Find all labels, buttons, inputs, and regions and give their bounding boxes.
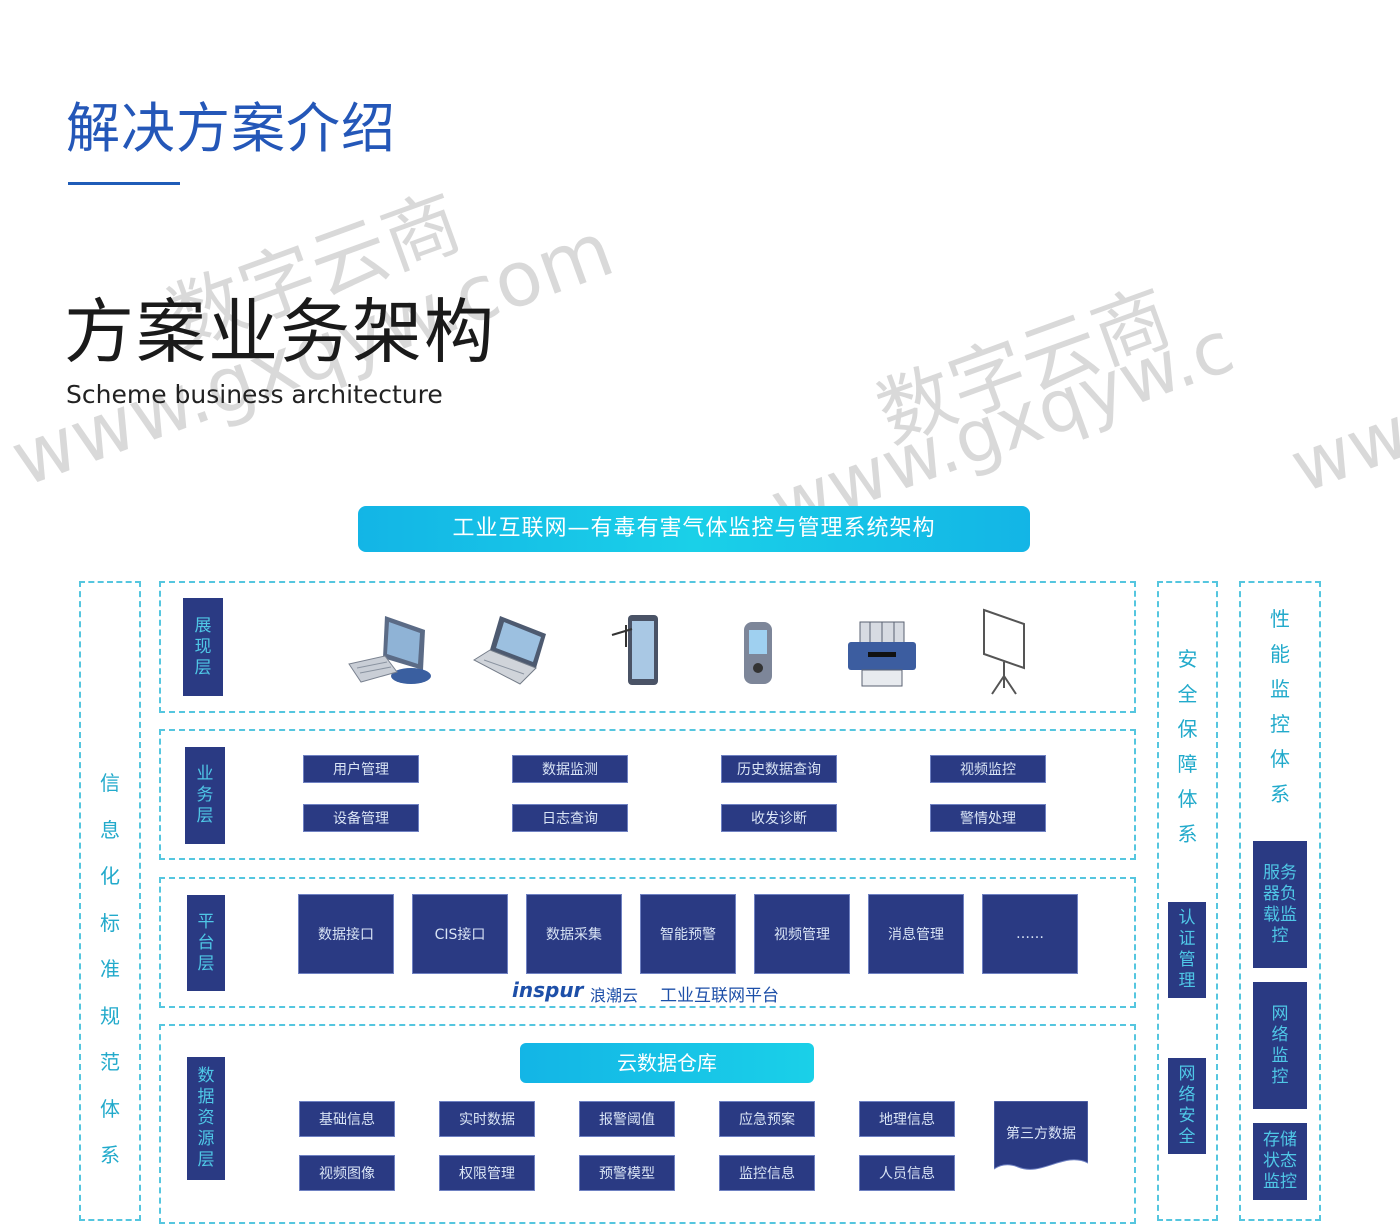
- module-user-management[interactable]: 用户管理: [303, 755, 419, 783]
- presentation-layer: [159, 581, 1136, 713]
- module-transceiver-diagnosis[interactable]: 收发诊断: [721, 804, 837, 832]
- security-label: 安全保 障体系: [1177, 647, 1198, 846]
- projector-screen-icon: [980, 606, 1030, 696]
- platform-module-message-management[interactable]: 消息管理: [868, 894, 964, 974]
- architecture-banner: 工业互联网—有毒有害气体监控与管理系统架构: [358, 506, 1030, 552]
- page-subheading: Scheme business architecture: [66, 380, 443, 409]
- platform-module-more[interactable]: ……: [982, 894, 1078, 974]
- module-alarm-handling[interactable]: 警情处理: [930, 804, 1046, 832]
- data-resource-layer-label: 数据资 源层: [187, 1057, 225, 1180]
- data-realtime[interactable]: 实时数据: [439, 1101, 535, 1137]
- data-alarm-threshold[interactable]: 报警阈值: [579, 1101, 675, 1137]
- printer-icon: [842, 618, 922, 692]
- inspur-cloud-logo: 浪潮云: [590, 986, 639, 1005]
- module-log-query[interactable]: 日志查询: [512, 804, 628, 832]
- data-geographic-info[interactable]: 地理信息: [859, 1101, 955, 1137]
- third-party-data-label: 第三方数据: [1006, 1126, 1076, 1142]
- platform-layer: [159, 877, 1136, 1008]
- handheld-device-icon: [738, 618, 778, 688]
- platform-name: 工业互联网平台: [660, 986, 779, 1006]
- data-monitoring-info[interactable]: 监控信息: [719, 1155, 815, 1191]
- module-data-monitoring[interactable]: 数据监测: [512, 755, 628, 783]
- data-video-images[interactable]: 视频图像: [299, 1155, 395, 1191]
- network-monitoring-box[interactable]: 网络监控: [1253, 982, 1307, 1109]
- data-permission-management[interactable]: 权限管理: [439, 1155, 535, 1191]
- info-standard-label: 信息化 标准规 范体系: [100, 771, 120, 1167]
- section-title: 解决方案介绍: [66, 97, 396, 160]
- server-load-monitoring-box[interactable]: 服务器负载监控: [1253, 841, 1307, 968]
- platform-module-video-management[interactable]: 视频管理: [754, 894, 850, 974]
- platform-module-data-interface[interactable]: 数据接口: [298, 894, 394, 974]
- document-shape-icon: [994, 1101, 1088, 1170]
- laptop-icon: [470, 612, 554, 690]
- watermark-url: ww: [1280, 389, 1400, 509]
- performance-label: 性能监 控体系: [1270, 607, 1290, 806]
- module-device-management[interactable]: 设备管理: [303, 804, 419, 832]
- platform-module-smart-warning[interactable]: 智能预警: [640, 894, 736, 974]
- network-security-box[interactable]: 网络安全: [1168, 1058, 1206, 1154]
- title-underline: [68, 182, 180, 185]
- business-layer: [159, 729, 1136, 860]
- platform-layer-label: 平台层: [187, 895, 225, 991]
- third-party-data[interactable]: 第三方数据: [994, 1101, 1088, 1177]
- page-heading: 方案业务架构: [64, 291, 496, 373]
- data-personnel-info[interactable]: 人员信息: [859, 1155, 955, 1191]
- auth-management-box[interactable]: 认证管理: [1168, 902, 1206, 998]
- module-video-monitoring[interactable]: 视频监控: [930, 755, 1046, 783]
- module-history-query[interactable]: 历史数据查询: [721, 755, 837, 783]
- tablet-icon: [608, 607, 664, 687]
- data-warning-model[interactable]: 预警模型: [579, 1155, 675, 1191]
- presentation-layer-label: 展现层: [183, 598, 223, 696]
- desktop-computer-icon: [345, 612, 435, 688]
- storage-status-monitoring-box[interactable]: 存储状态监控: [1253, 1123, 1307, 1200]
- platform-module-data-collection[interactable]: 数据采集: [526, 894, 622, 974]
- data-emergency-plan[interactable]: 应急预案: [719, 1101, 815, 1137]
- platform-module-cis-interface[interactable]: CIS接口: [412, 894, 508, 974]
- data-basic-info[interactable]: 基础信息: [299, 1101, 395, 1137]
- business-layer-label: 业务层: [185, 747, 225, 844]
- cloud-data-warehouse: 云数据仓库: [520, 1043, 814, 1083]
- inspur-logo: inspur: [512, 978, 584, 1002]
